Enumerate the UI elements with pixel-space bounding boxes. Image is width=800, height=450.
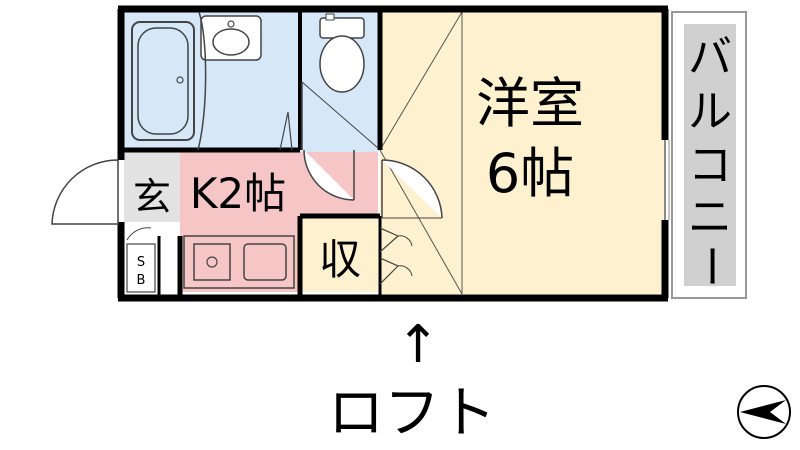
kitchen-floor xyxy=(180,152,378,216)
door-swing xyxy=(303,149,355,201)
toilet-bowl xyxy=(319,35,365,93)
north-arrow-icon xyxy=(737,385,791,439)
shoe-box xyxy=(126,243,156,293)
loft-arrow-icon: ↑ xyxy=(396,315,440,375)
faucet xyxy=(227,20,235,28)
balcony-label-char: ル xyxy=(688,86,732,137)
shoe-box-door xyxy=(126,227,152,241)
shoe-box-label-top: S xyxy=(137,255,145,270)
western-room-name: 洋室 xyxy=(476,72,584,135)
balcony-label-char: コ xyxy=(688,140,732,191)
walls xyxy=(117,5,669,302)
kitchen-label: K2帖 xyxy=(190,169,286,218)
loft-label: ロフト xyxy=(328,381,496,446)
shoe-box-label-bottom: B xyxy=(137,273,146,288)
entrance-door-swing xyxy=(51,159,119,225)
balcony-inner xyxy=(684,24,736,286)
entrance-floor xyxy=(124,152,180,222)
balcony-label-char: ー xyxy=(685,244,736,288)
room-diagonal xyxy=(379,149,463,295)
balcony-label-char: バ xyxy=(688,32,732,83)
bath-door xyxy=(279,111,293,151)
stove xyxy=(193,243,231,281)
burner-icon xyxy=(206,256,218,268)
room-diagonal xyxy=(379,11,463,151)
bath-partition xyxy=(197,11,207,151)
toilet-paper xyxy=(325,13,335,21)
toilet-tank xyxy=(319,17,365,39)
bathtub-inner xyxy=(137,27,189,135)
bathtub-drain xyxy=(176,76,184,84)
entrance-label: 玄 xyxy=(133,175,171,219)
balcony-label-char: ニ xyxy=(688,192,732,243)
washbasin-bowl xyxy=(212,28,250,56)
storage-label: 収 xyxy=(319,235,361,284)
bathtub xyxy=(131,21,195,141)
western-room-size: 6帖 xyxy=(486,142,574,205)
sink xyxy=(243,243,287,281)
room-door-swing xyxy=(381,159,443,219)
western-room-floor xyxy=(380,12,665,294)
toilet-door-swing xyxy=(301,81,379,149)
storage-floor xyxy=(300,216,378,292)
storage-door-arc xyxy=(397,235,413,277)
